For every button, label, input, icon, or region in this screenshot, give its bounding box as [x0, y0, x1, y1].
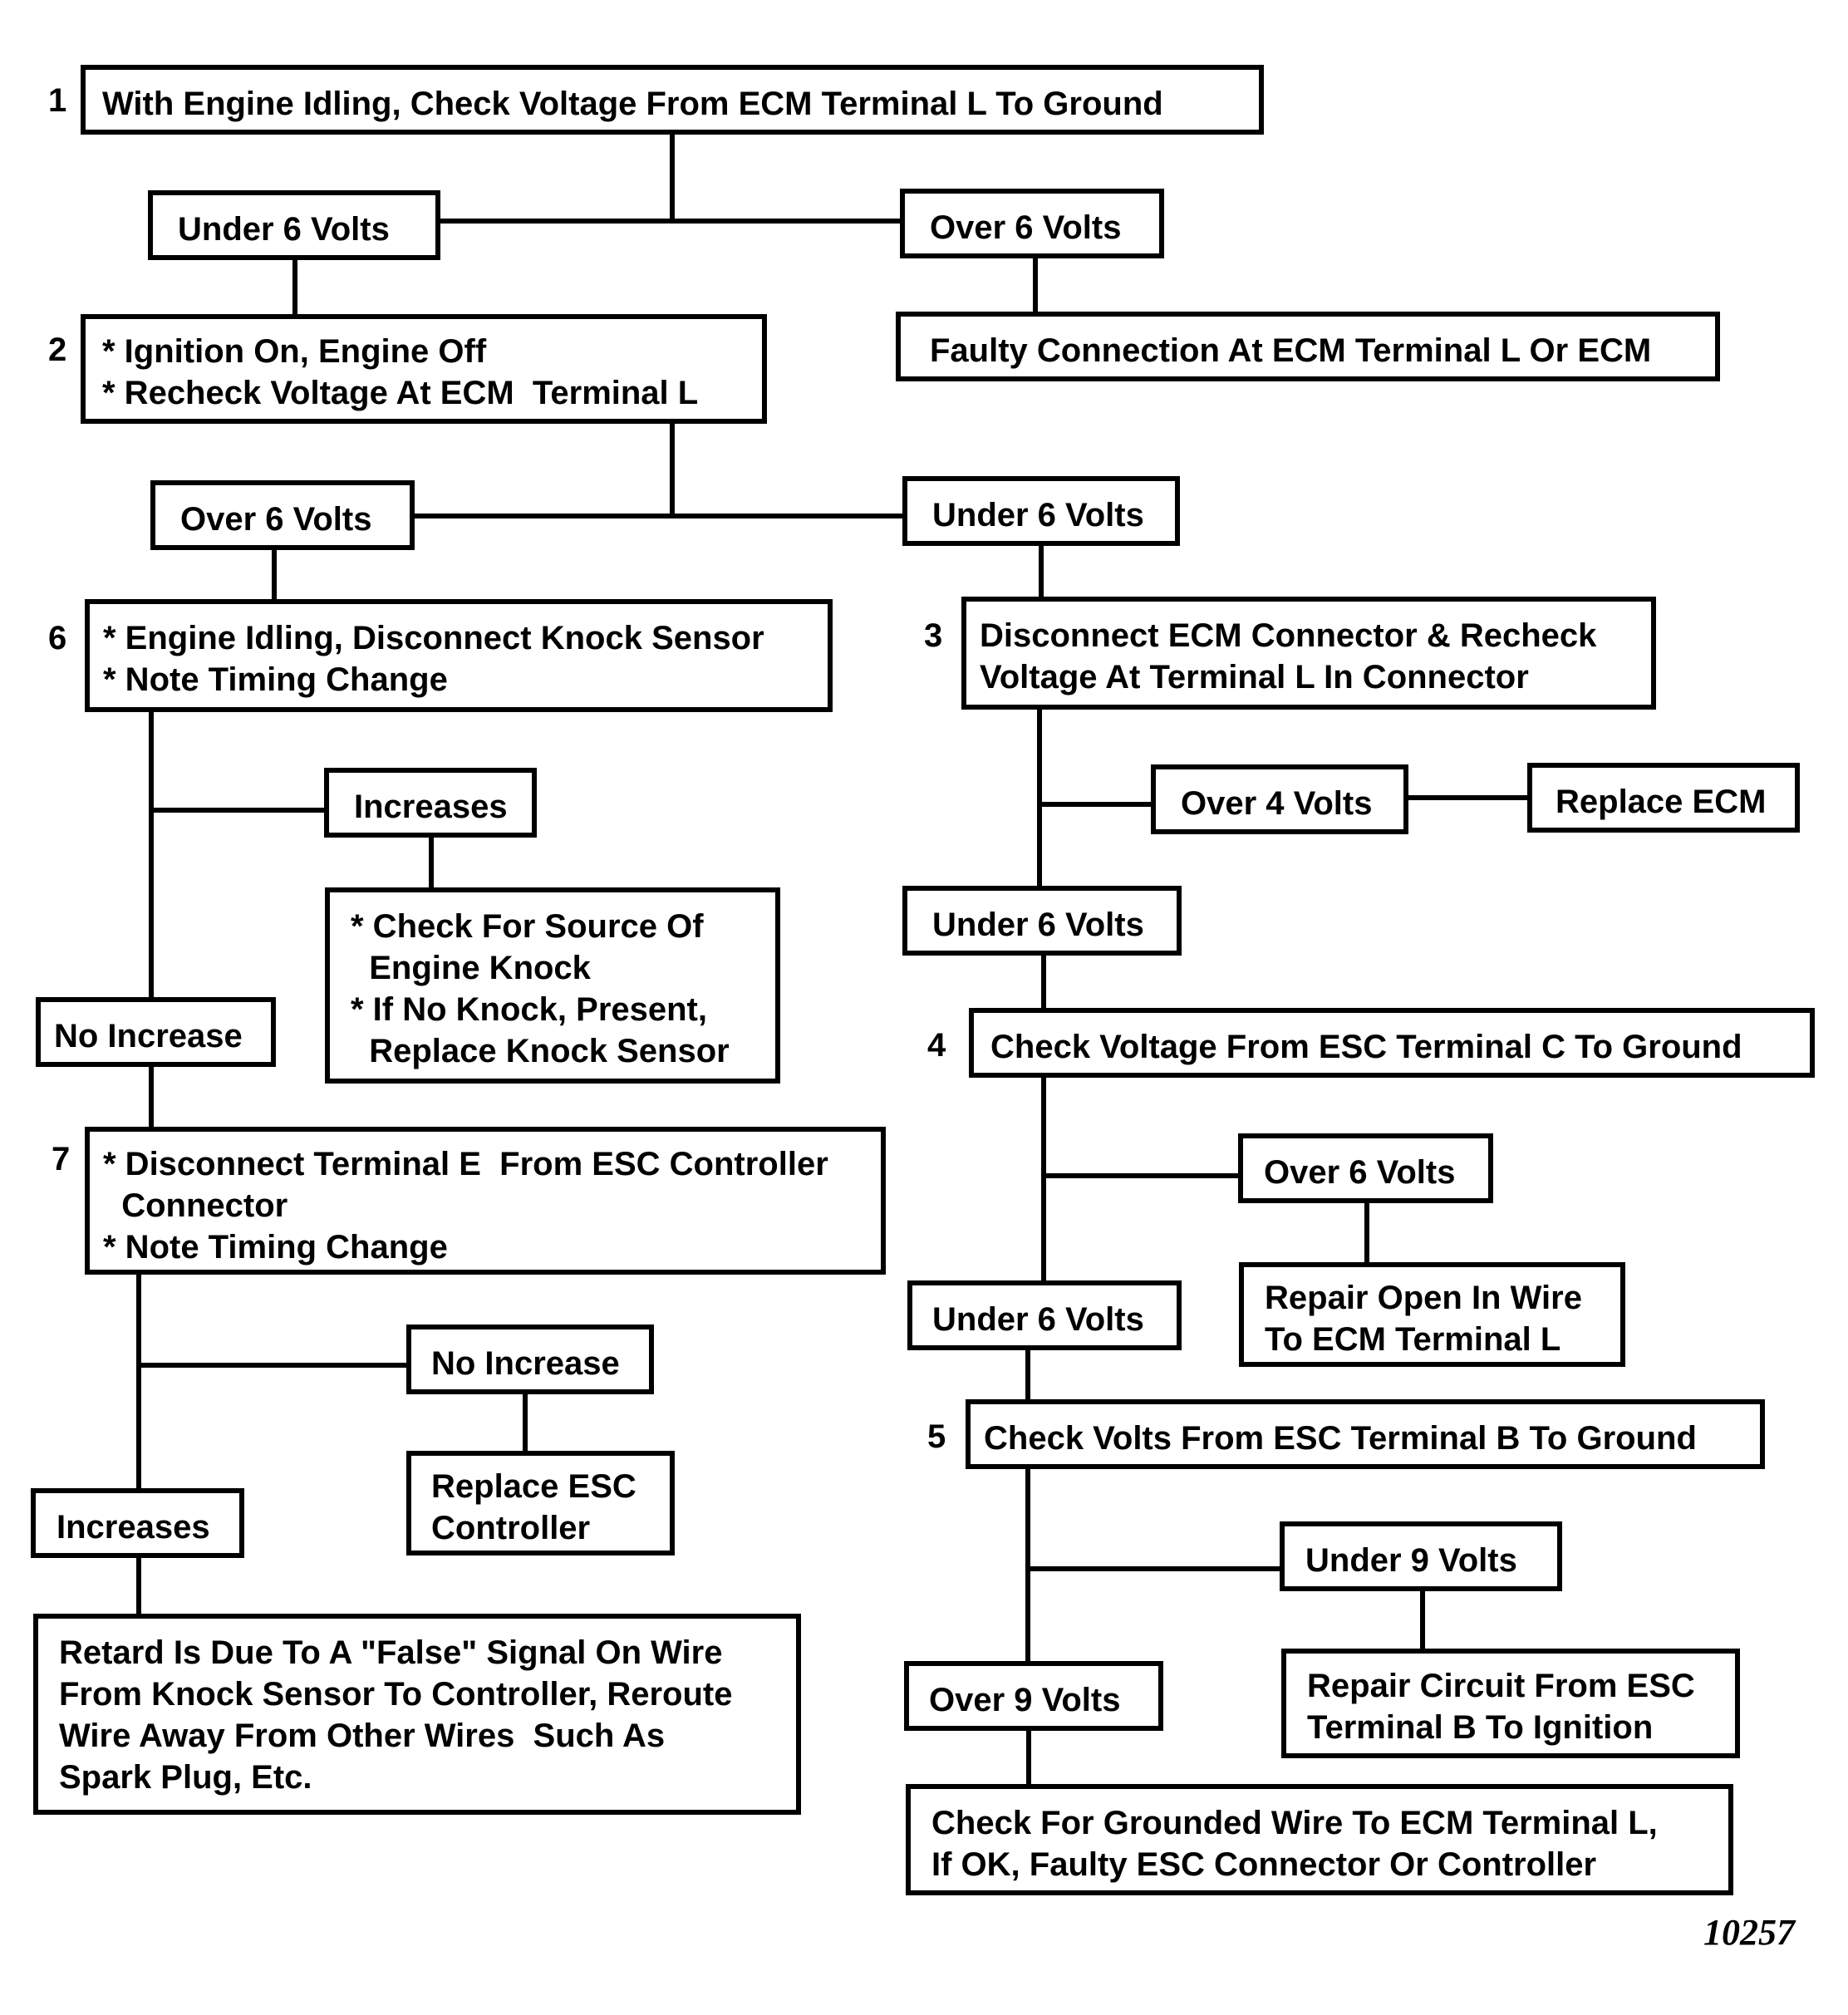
figure-code: 10257: [1703, 1912, 1795, 1953]
box-text-line: Under 6 Volts: [932, 1301, 1144, 1338]
box-repair-open: Repair Open In Wire To ECM Terminal L: [1239, 1262, 1625, 1367]
box-text-line: Disconnect ECM Connector & Recheck: [980, 617, 1597, 654]
box-text-line: * Note Timing Change: [103, 1229, 448, 1266]
box-s4-over6: Over 6 Volts: [1238, 1133, 1493, 1203]
box-text-line: * Engine Idling, Disconnect Knock Sensor: [103, 620, 764, 656]
box-text-line: Check For Grounded Wire To ECM Terminal …: [931, 1805, 1658, 1841]
box-text-line: * Note Timing Change: [103, 661, 448, 698]
box-replace-esc: Replace ESC Controller: [406, 1451, 675, 1555]
step-number: 1: [48, 82, 67, 119]
box-s5: Check Volts From ESC Terminal B To Groun…: [966, 1399, 1765, 1469]
box-text-line: To ECM Terminal L: [1265, 1321, 1561, 1358]
step-number: 6: [48, 620, 67, 656]
box-text-line: Terminal B To Ignition: [1307, 1709, 1654, 1746]
box-s1-under6: Under 6 Volts: [148, 190, 440, 260]
box-faulty-conn: Faulty Connection At ECM Terminal L Or E…: [896, 312, 1720, 381]
box-text-line: Repair Circuit From ESC: [1307, 1668, 1695, 1704]
box-text-line: No Increase: [54, 1018, 243, 1054]
box-s5-under9: Under 9 Volts: [1280, 1521, 1562, 1591]
box-check-source: * Check For Source Of Engine Knock * If N…: [325, 887, 780, 1084]
box-s1-over6: Over 6 Volts: [900, 189, 1164, 258]
box-text-line: Over 4 Volts: [1181, 785, 1373, 822]
box-text-line: Replace ESC: [431, 1468, 636, 1505]
box-text-line: If OK, Faulty ESC Connector Or Controlle…: [931, 1846, 1597, 1883]
box-replace-ecm: Replace ECM: [1527, 763, 1800, 833]
box-s6: * Engine Idling, Disconnect Knock Sensor…: [85, 599, 833, 712]
step-number: 4: [927, 1027, 946, 1064]
box-grounded: Check For Grounded Wire To ECM Terminal …: [906, 1784, 1733, 1895]
box-s3-under6: Under 6 Volts: [902, 886, 1182, 956]
box-s7: * Disconnect Terminal E From ESC Control…: [85, 1127, 886, 1275]
box-text-line: Controller: [431, 1510, 591, 1546]
box-text-line: Engine Knock: [351, 950, 591, 986]
box-s6-increases: Increases: [324, 768, 537, 838]
box-s1: With Engine Idling, Check Voltage From E…: [81, 65, 1264, 135]
box-text-line: Replace ECM: [1556, 784, 1767, 820]
box-s5-over9: Over 9 Volts: [904, 1661, 1163, 1731]
box-text-line: * Ignition On, Engine Off: [102, 333, 487, 370]
box-s2-over6: Over 6 Volts: [150, 480, 415, 550]
box-s4-under6: Under 6 Volts: [907, 1280, 1182, 1350]
box-text-line: * If No Knock, Present,: [351, 991, 707, 1028]
box-text-line: Over 6 Volts: [930, 209, 1122, 246]
box-text-line: With Engine Idling, Check Voltage From E…: [102, 86, 1163, 122]
box-text-line: * Disconnect Terminal E From ESC Control…: [103, 1146, 828, 1182]
box-s2-under6: Under 6 Volts: [902, 476, 1180, 546]
step-number: 3: [924, 617, 943, 654]
box-text-line: No Increase: [431, 1345, 620, 1382]
box-text-line: Increases: [354, 789, 508, 825]
box-text-line: Under 6 Volts: [932, 497, 1144, 533]
box-text-line: Under 6 Volts: [932, 907, 1144, 943]
step-number: 7: [52, 1141, 71, 1177]
box-text-line: Repair Open In Wire: [1265, 1280, 1582, 1316]
box-repair-circuit: Repair Circuit From ESC Terminal B To Ign…: [1281, 1649, 1740, 1758]
box-text-line: Increases: [57, 1509, 210, 1546]
box-retard: Retard Is Due To A "False" Signal On Wir…: [33, 1614, 801, 1815]
box-s4: Check Voltage From ESC Terminal C To Gro…: [969, 1008, 1815, 1078]
box-text-line: Over 9 Volts: [929, 1682, 1121, 1718]
box-text-line: Check Voltage From ESC Terminal C To Gro…: [990, 1029, 1742, 1065]
box-text-line: Over 6 Volts: [1264, 1154, 1456, 1191]
box-text-line: Voltage At Terminal L In Connector: [980, 659, 1529, 695]
box-text-line: * Check For Source Of: [351, 908, 704, 945]
box-text-line: Check Volts From ESC Terminal B To Groun…: [984, 1420, 1697, 1457]
box-s7-increases: Increases: [31, 1488, 244, 1558]
step-number: 5: [927, 1418, 946, 1455]
step-number: 2: [48, 332, 67, 368]
box-text-line: Retard Is Due To A "False" Signal On Wir…: [59, 1634, 723, 1671]
box-text-line: Under 9 Volts: [1305, 1542, 1517, 1579]
box-text-line: Wire Away From Other Wires Such As: [59, 1718, 666, 1754]
box-text-line: Under 6 Volts: [178, 211, 390, 248]
box-s3-over4: Over 4 Volts: [1151, 764, 1408, 834]
box-text-line: Spark Plug, Etc.: [59, 1759, 312, 1796]
box-text-line: From Knock Sensor To Controller, Reroute: [59, 1676, 733, 1713]
box-s2: * Ignition On, Engine Off * Recheck Volta…: [81, 314, 767, 424]
box-s6-noinc: No Increase: [36, 997, 276, 1067]
box-text-line: * Recheck Voltage At ECM Terminal L: [102, 375, 699, 411]
box-text-line: Connector: [103, 1187, 288, 1224]
box-text-line: Over 6 Volts: [180, 501, 372, 538]
box-text-line: Replace Knock Sensor: [351, 1033, 730, 1069]
box-s7-noinc: No Increase: [406, 1324, 654, 1394]
box-text-line: Faulty Connection At ECM Terminal L Or E…: [930, 332, 1652, 369]
